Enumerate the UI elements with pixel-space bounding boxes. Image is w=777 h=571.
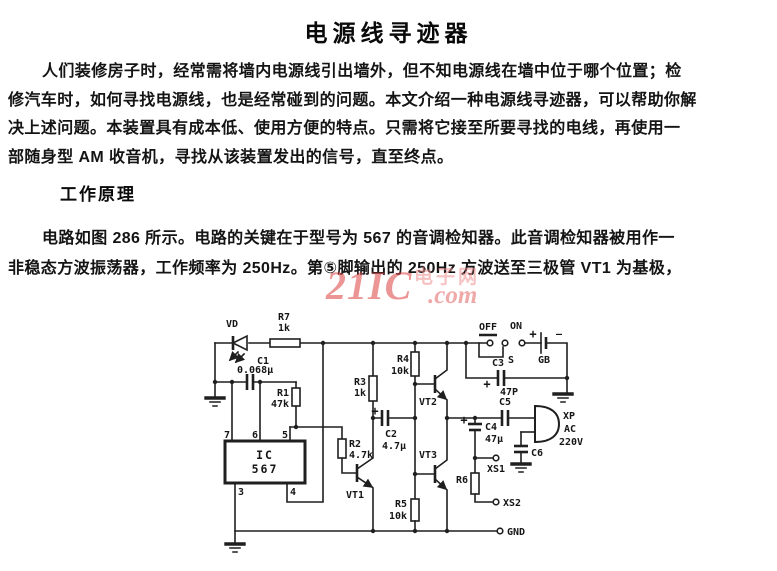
label-vt2: VT2 <box>419 397 437 408</box>
led-vd: VD <box>226 319 248 364</box>
paragraph-line: 修汽车时，如何寻找电源线，也是经常碰到的问题。本文介绍一种电源线寻迹器，可以帮助… <box>8 91 697 109</box>
ground-symbols <box>204 392 574 553</box>
label-r5: R5 <box>395 499 407 510</box>
label-battery-minus: — <box>556 329 563 340</box>
paragraph-line: 部随身型 AM 收音机，寻找从该装置发出的信号，直至终点。 <box>8 148 454 166</box>
label-vt3: VT3 <box>419 450 437 461</box>
capacitor-c6: C6 <box>514 431 543 463</box>
label-c1-value: 0.068μ <box>237 365 273 376</box>
label-c3-value: 47P <box>500 387 518 398</box>
resistor-r2: R2 4.7k <box>289 426 373 474</box>
page-title: 电源线寻迹器 <box>304 20 473 46</box>
capacitor-c5: C5 <box>499 397 536 426</box>
label-ac: AC <box>564 424 576 435</box>
label-s: S <box>508 355 514 366</box>
label-r2-value: 4.7k <box>349 450 373 461</box>
label-c3: C3 <box>492 358 504 369</box>
label-c1: C1 <box>257 356 269 367</box>
paragraph-2: 电路如图 286 所示。电路的关键在于型号为 567 的音调检知器。此音调检知器… <box>8 224 771 284</box>
label-pin6: 6 <box>252 430 258 441</box>
label-r7-value: 1k <box>278 323 290 334</box>
resistor-r6: R6 XS2 <box>456 472 521 509</box>
label-xp: XP <box>563 411 575 422</box>
paragraph-line: 非稳态方波振荡器，工作频率为 250Hz。第⑤脚输出的 250Hz 方波送至三极… <box>8 260 682 277</box>
label-c2-plus: + <box>371 404 378 418</box>
label-ic: IC <box>256 448 274 462</box>
circuit-diagram: VD R7 1k C1 0.068μ R1 47k IC 567 7 6 5 3… <box>204 312 583 553</box>
label-off: OFF <box>479 322 497 333</box>
paragraph-line: 人们装修房子时，经常需将墙内电源线引出墙外，但不知电源线在墙中位于哪个位置；检 <box>42 63 682 80</box>
paragraph-1: 人们装修房子时，经常需将墙内电源线引出墙外，但不知电源线在墙中位于哪个位置；检 … <box>8 58 771 172</box>
label-c4-plus: + <box>460 413 467 427</box>
transistor-vt1: VT1 <box>346 417 374 532</box>
switch-s: OFF ON S <box>478 321 526 366</box>
capacitor-c4: + C4 47μ <box>446 413 503 474</box>
label-pin3: 3 <box>238 487 244 498</box>
label-vd: VD <box>226 319 238 330</box>
label-pin5: 5 <box>282 430 288 441</box>
label-gb: GB <box>538 355 550 366</box>
label-c2-value: 4.7μ <box>382 441 406 452</box>
terminal-gnd: GND <box>496 527 525 538</box>
label-xs1: XS1 <box>487 464 505 475</box>
resistor-r7: R7 1k <box>269 312 301 348</box>
label-r7: R7 <box>278 312 290 323</box>
label-r2: R2 <box>349 439 361 450</box>
label-r5-value: 10k <box>389 511 407 522</box>
label-ic-model: 567 <box>252 462 279 476</box>
paragraph-line: 决上述问题。本装置具有成本低、使用方便的特点。只需将它接至所要寻找的电线，再使用… <box>8 120 681 137</box>
capacitor-c3: C3 + 47P <box>465 342 568 398</box>
label-r3-value: 1k <box>354 388 366 399</box>
transistor-vt2: VT2 <box>414 342 448 419</box>
transistor-vt3: VT3 <box>414 417 448 532</box>
capacitor-c2: + C2 4.7μ <box>371 404 416 452</box>
label-c5: C5 <box>499 397 511 408</box>
label-c3-plus: + <box>483 377 490 391</box>
label-battery-plus: + <box>529 327 536 341</box>
resistor-r1: R1 47k <box>271 381 301 428</box>
label-c6: C6 <box>531 448 543 459</box>
resistor-r3: R3 1k <box>354 342 378 419</box>
section-heading: 工作原理 <box>60 185 136 204</box>
label-xs2: XS2 <box>503 498 521 509</box>
label-r1: R1 <box>277 388 289 399</box>
resistor-r5: R5 10k <box>389 498 420 532</box>
label-c4: C4 <box>485 422 497 433</box>
label-vt1: VT1 <box>346 490 364 501</box>
label-r4-value: 10k <box>391 366 409 377</box>
terminal-xs1: XS1 <box>474 454 505 475</box>
label-pin4: 4 <box>290 487 296 498</box>
label-on: ON <box>510 321 522 332</box>
label-pin7: 7 <box>224 430 230 441</box>
ic-567: IC 567 7 6 5 3 4 <box>223 342 324 532</box>
junction-dots <box>212 340 570 534</box>
battery-gb: + — GB <box>524 327 568 393</box>
label-c4-value: 47μ <box>485 434 503 445</box>
label-c2: C2 <box>385 429 397 440</box>
label-gnd: GND <box>507 527 525 538</box>
paragraph-line: 电路如图 286 所示。电路的关键在于型号为 567 的音调检知器。此音调检知器… <box>42 230 675 247</box>
label-220v: 220V <box>559 437 583 448</box>
label-r3: R3 <box>354 377 366 388</box>
label-r6: R6 <box>456 475 468 486</box>
plug-xp: XP AC 220V <box>520 404 583 448</box>
power-rail <box>214 342 498 543</box>
label-r4: R4 <box>397 354 409 365</box>
label-r1-value: 47k <box>271 399 289 410</box>
